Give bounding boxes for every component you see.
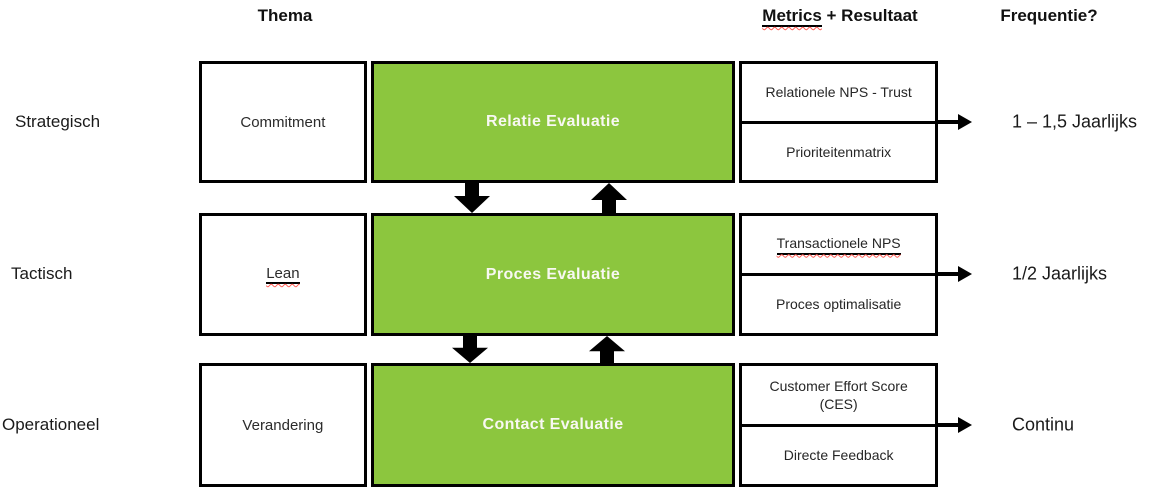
- evaluatie-box-contact: Contact Evaluatie: [370, 363, 736, 487]
- frequentie-label-tactisch: 1/2 Jaarlijks: [1012, 263, 1108, 284]
- metric-top-label: Customer Effort Score (CES): [769, 377, 908, 412]
- evaluatie-label: Contact Evaluatie: [482, 416, 624, 433]
- thema-label: Commitment: [240, 113, 326, 131]
- metrics-box-tactisch: Transactionele NPS Proces optimalisatie: [739, 213, 938, 336]
- metrics-box-strategisch: Relationele NPS - Trust Prioriteitenmatr…: [739, 61, 938, 183]
- metrics-underline-wrap: Metrics: [762, 6, 822, 27]
- row-strategisch: Commitment Relatie Evaluatie Relationele…: [199, 61, 938, 183]
- metrics-box-operationeel: Customer Effort Score (CES) Directe Feed…: [739, 363, 938, 487]
- metric-bottom-label: Prioriteitenmatrix: [786, 143, 892, 160]
- thema-label: Verandering: [242, 416, 324, 434]
- row-tactisch: Lean Proces Evaluatie Transactionele NPS…: [199, 213, 938, 336]
- evaluatie-label: Relatie Evaluatie: [486, 113, 620, 130]
- metric-cell-top: Relationele NPS - Trust: [742, 64, 935, 124]
- metric-cell-bottom: Proces optimalisatie: [742, 276, 935, 333]
- metrics-underlined-word: Metrics: [762, 6, 822, 25]
- column-header-thema: Thema: [257, 6, 313, 25]
- row-label-operationeel: Operationeel: [2, 415, 100, 434]
- up-arrow-icon: [589, 336, 625, 363]
- frequentie-label-operationeel: Continu: [1012, 414, 1075, 435]
- metric-bottom-label: Directe Feedback: [783, 447, 894, 464]
- down-arrow-icon: [454, 183, 490, 213]
- metric-top-label: Transactionele NPS: [776, 235, 901, 252]
- row-label-tactisch: Tactisch: [11, 264, 73, 283]
- metric-bottom-label: Proces optimalisatie: [775, 296, 902, 313]
- frequentie-label-strategisch: 1 – 1,5 Jaarlijks: [1012, 111, 1138, 132]
- thema-box-verandering: Verandering: [199, 363, 367, 487]
- metric-top-label: Relationele NPS - Trust: [765, 84, 912, 101]
- column-header-metrics: Metrics + Resultaat: [736, 6, 944, 27]
- thema-label: Lean: [266, 265, 300, 282]
- evaluatie-label: Proces Evaluatie: [485, 265, 621, 283]
- right-arrow-icon: [936, 266, 972, 282]
- down-arrow-icon: [452, 336, 488, 363]
- row-operationeel: Verandering Contact Evaluatie Customer E…: [199, 363, 938, 487]
- right-arrow-icon: [936, 114, 972, 130]
- right-arrow-icon: [936, 417, 972, 433]
- thema-underline-wrap: Lean: [266, 265, 300, 284]
- metric-cell-bottom: Directe Feedback: [742, 427, 935, 485]
- up-arrow-icon: [591, 183, 627, 213]
- metrics-header-rest: + Resultaat: [821, 6, 918, 25]
- column-header-frequentie: Frequentie?: [1000, 6, 1098, 25]
- metric-cell-bottom: Prioriteitenmatrix: [742, 124, 935, 181]
- evaluatie-box-relatie: Relatie Evaluatie: [370, 61, 736, 183]
- metric-cell-top: Transactionele NPS: [742, 216, 935, 276]
- thema-box-lean: Lean: [199, 213, 367, 336]
- metric-cell-top: Customer Effort Score (CES): [742, 366, 935, 427]
- evaluatie-box-proces: Proces Evaluatie: [370, 213, 736, 336]
- row-label-strategisch: Strategisch: [15, 112, 101, 131]
- metric-underline-wrap: Transactionele NPS: [776, 234, 901, 255]
- thema-box-commitment: Commitment: [199, 61, 367, 183]
